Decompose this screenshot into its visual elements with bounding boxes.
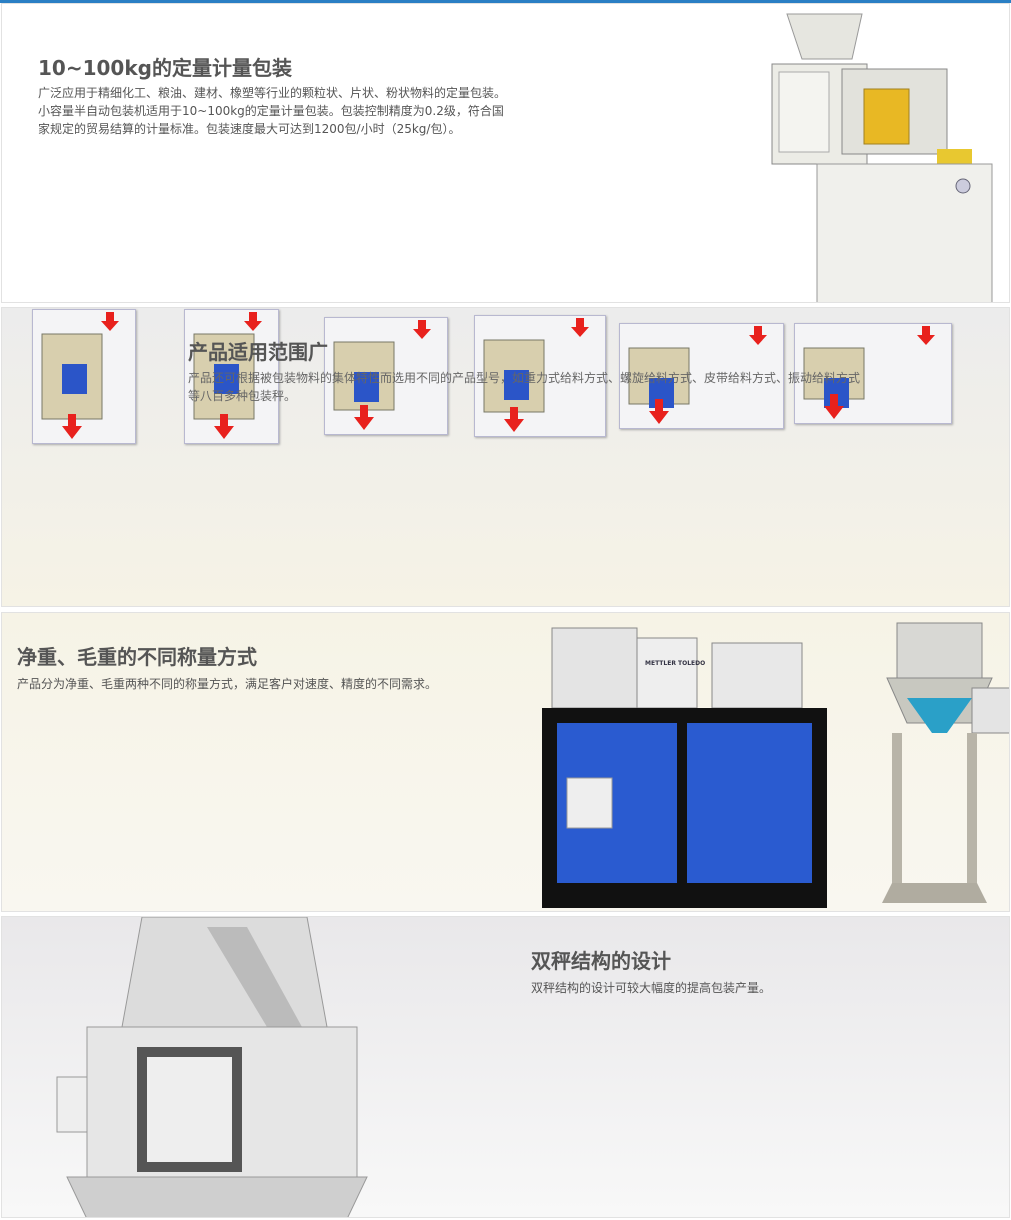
net-weight-double-scale-image: METTLER TOLEDO [542, 627, 827, 908]
weigh-hopper [62, 364, 87, 394]
weigh-hopper [354, 372, 379, 402]
mettler-toledo-logo: METTLER TOLEDO [645, 660, 705, 667]
arrow-out-icon [354, 405, 374, 430]
weigh-hopper [214, 364, 239, 394]
double-scale-machine-image [56, 917, 368, 1217]
section-title: 双秤结构的设计 [531, 949, 671, 973]
arrow-in-icon [571, 318, 589, 337]
arrow-in-icon [413, 320, 431, 339]
section-description: 广泛应用于精细化工、粮油、建材、橡塑等行业的颗粒状、片状、粉状物料的定量包装。小… [38, 86, 507, 136]
section-title: 净重、毛重的不同称量方式 [17, 645, 257, 669]
arrow-in-icon [749, 326, 767, 345]
arrow-in-icon [244, 312, 262, 331]
gross-weight-packer-image [882, 622, 1009, 903]
section-description: 双秤结构的设计可较大幅度的提高包装产量。 [531, 981, 772, 995]
feeder-diagram-illustrations [41, 312, 935, 439]
section-wide-application: 产品适用范围广 产品还可根据被包装物料的集体特性而选用不同的产品型号，如重力式给… [1, 307, 1010, 607]
packing-machine-image [771, 13, 993, 302]
section-title: 10~100kg的定量计量包装 [38, 56, 292, 80]
section-double-scale-design: 双秤结构的设计 双秤结构的设计可较大幅度的提高包装产量。 [1, 916, 1010, 1218]
section-title: 产品适用范围广 [188, 340, 328, 364]
weigh-hopper [504, 370, 529, 400]
arrow-out-icon [62, 414, 82, 439]
section-description: 产品还可根据被包装物料的集体特性而选用不同的产品型号，如重力式给料方式、螺旋给料… [188, 371, 861, 403]
section-quantitative-packaging: 10~100kg的定量计量包装 广泛应用于精细化工、粮油、建材、橡塑等行业的颗粒… [1, 3, 1010, 303]
section-weighing-methods: 净重、毛重的不同称量方式 产品分为净重、毛重两种不同的称量方式，满足客户对速度、… [1, 612, 1010, 912]
arrow-in-icon [101, 312, 119, 331]
arrow-out-icon [649, 399, 669, 424]
arrow-out-icon [214, 414, 234, 439]
arrow-in-icon [917, 326, 935, 345]
section-description: 产品分为净重、毛重两种不同的称量方式，满足客户对速度、精度的不同需求。 [17, 677, 438, 691]
top-accent-line [0, 0, 1011, 3]
arrow-out-icon [504, 407, 524, 432]
arrow-out-icon [824, 394, 844, 419]
